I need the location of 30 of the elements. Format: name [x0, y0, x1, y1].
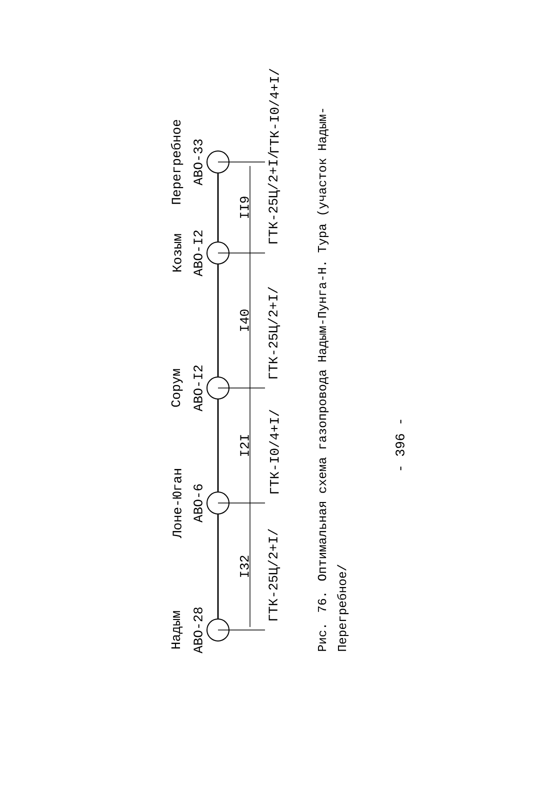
composition-label: ГТК-I0/4+I/ [269, 410, 279, 494]
pipeline-line [217, 264, 219, 376]
pipeline-line [217, 400, 219, 492]
station-name: Перегребное [170, 120, 184, 204]
distance-label: II9 [240, 196, 249, 218]
station-circle [206, 242, 230, 264]
pipeline-line [217, 174, 219, 242]
station-code: АВО-I2 [194, 366, 202, 412]
station-code: АВО-33 [194, 139, 202, 186]
station-name: Лоне-Юган [172, 469, 182, 538]
pipeline-line [217, 514, 219, 618]
station-circle [206, 150, 230, 174]
station-code: АВО-6 [194, 484, 202, 522]
distance-label: I32 [240, 556, 249, 577]
station-code: АВО-28 [194, 607, 202, 654]
station-circle [206, 618, 230, 642]
station-name: Надым [171, 611, 183, 648]
caption: Рис. 76. Оптимальная схема газопровода Надым-Пунга-Н. Тура (участок Надым-Перегребное/ [317, 108, 349, 651]
composition-label: ГТК-I0/4+I/ [269, 68, 279, 152]
station-circle [206, 376, 230, 400]
composition-label: ГТК-25Ц/2+I/ [268, 528, 280, 620]
distance-label: I40 [240, 310, 249, 331]
composition-label: ГТК-25Ц/2+I/ [268, 286, 280, 378]
composition-label: ГТК-25Ц/2+I/ [268, 152, 280, 244]
station-circle [206, 492, 230, 514]
station-name: Сорум [171, 369, 183, 407]
page-number: - 396 - [396, 420, 404, 470]
distance-label: I2I [240, 435, 249, 456]
station-name: Козым [172, 234, 182, 272]
station-code: АВО-I2 [194, 230, 202, 276]
